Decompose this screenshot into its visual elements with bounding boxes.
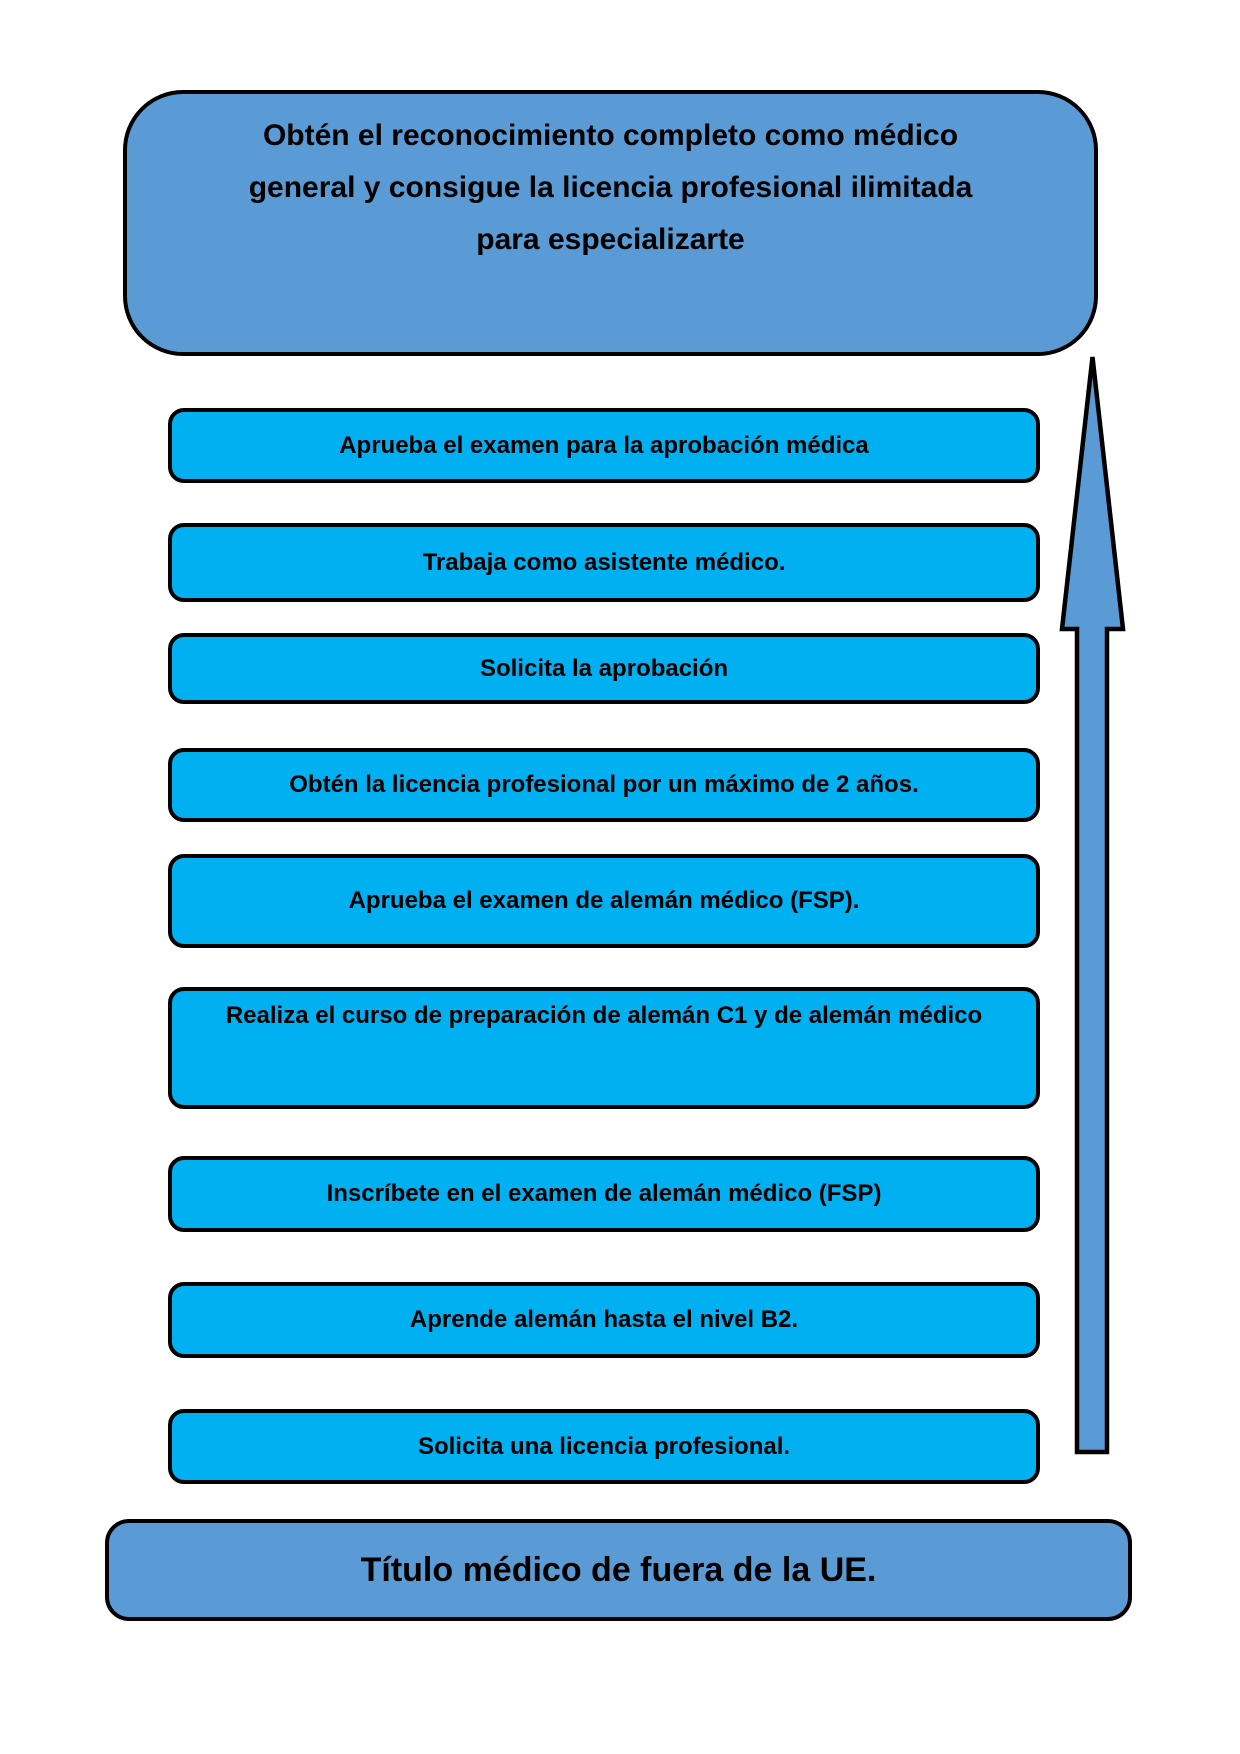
step-label: Aprende alemán hasta el nivel B2. — [409, 1306, 799, 1333]
step-box-register-fsp: Inscríbete en el examen de alemán médico… — [168, 1156, 1040, 1232]
step-box-pass-fsp: Aprueba el examen de alemán médico (FSP)… — [168, 854, 1040, 948]
step-label: Solicita una licencia profesional. — [417, 1432, 791, 1460]
step-label: Realiza el curso de preparación de alemá… — [225, 1002, 983, 1029]
step-box-preparation-course: Realiza el curso de preparación de alemá… — [168, 987, 1040, 1109]
step-box-approval-exam: Aprueba el examen para la aprobación méd… — [168, 408, 1040, 483]
step-label: Solicita la aprobación — [479, 654, 729, 682]
base-box: Título médico de fuera de la UE. — [105, 1519, 1132, 1621]
base-box-label: Título médico de fuera de la UE. — [360, 1550, 877, 1589]
step-box-learn-german-b2: Aprende alemán hasta el nivel B2. — [168, 1282, 1040, 1358]
step-box-work-assistant: Trabaja como asistente médico. — [168, 523, 1040, 602]
step-box-temporary-license: Obtén la licencia profesional por un máx… — [168, 748, 1040, 822]
step-label: Inscríbete en el examen de alemán médico… — [326, 1180, 882, 1207]
step-label: Trabaja como asistente médico. — [422, 548, 786, 576]
goal-box-line: Obtén el reconocimiento completo como mé… — [262, 119, 959, 152]
up-arrow-shape — [1059, 356, 1126, 1455]
goal-box: Obtén el reconocimiento completo como mé… — [123, 90, 1098, 356]
step-box-request-license: Solicita una licencia profesional. — [168, 1409, 1040, 1484]
step-label: Obtén la licencia profesional por un máx… — [289, 771, 919, 798]
step-box-request-approval: Solicita la aprobación — [168, 633, 1040, 704]
step-label: Aprueba el examen para la aprobación méd… — [339, 431, 869, 459]
goal-box-line: general y consigue la licencia profesion… — [248, 171, 973, 204]
step-label: Aprueba el examen de alemán médico (FSP)… — [348, 887, 860, 914]
goal-box-line: para especializarte — [476, 223, 745, 256]
